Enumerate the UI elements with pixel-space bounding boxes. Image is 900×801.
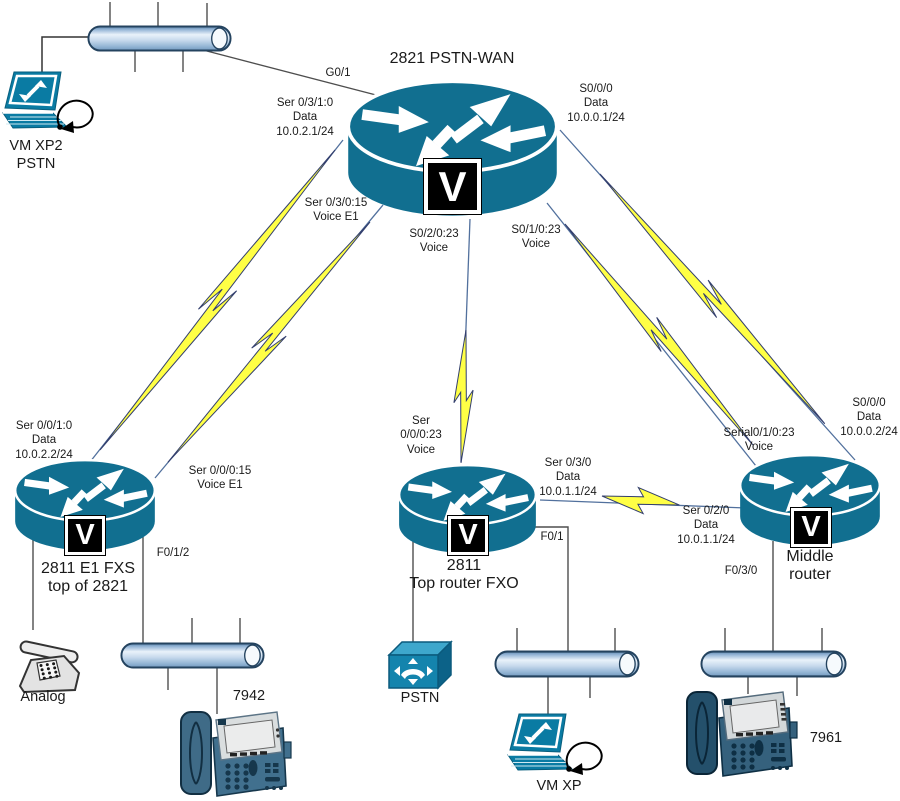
interface-label-center-f01: F0/1 [540, 531, 564, 543]
analog-phone-icon[interactable] [18, 640, 81, 694]
link-ethernet-wan-g01 [202, 49, 377, 96]
interface-label-wan-s01023: S0/1/0:23 Voice [511, 224, 561, 251]
device-label-pstn: PSTN [400, 690, 440, 706]
serial-bolt-wan-right-voice [556, 216, 762, 453]
loop-arrow-icon [56, 99, 94, 134]
interface-label-wan-ser03015: Ser 0/3/0:15 Voice E1 [304, 197, 368, 224]
interface-label-center-ser030: Ser 0/3/0 Data 10.0.1.1/24 [539, 457, 597, 498]
device-label-vm-xp2: VM XP2 PSTN [9, 138, 63, 172]
voice-v-badge: V [447, 515, 489, 556]
voice-v-badge: V [790, 507, 832, 548]
router-name-left: 2811 E1 FXS top of 2821 [41, 560, 135, 596]
voice-v-badge: V [64, 515, 106, 556]
device-label-vm-xp: VM XP [536, 778, 582, 794]
ip-phone-7942-icon[interactable] [180, 711, 292, 797]
ethernet-segment-bottom-right[interactable] [700, 650, 847, 678]
interface-label-right-serial01023: Serial0/1/0:23 Voice [723, 427, 795, 454]
interface-label-center-ser00023: Ser 0/0/0:23 Voice [400, 415, 442, 456]
router-name-center: 2811 Top router FXO [409, 557, 519, 593]
interface-label-wan-s000: S0/0/0 Data 10.0.0.1/24 [567, 83, 625, 124]
interface-label-left-ser0010: Ser 0/0/1:0 Data 10.0.2.2/24 [15, 420, 73, 461]
interface-label-g01: G0/1 [325, 67, 351, 79]
interface-label-wan-s02023: S0/2/0:23 Voice [409, 228, 459, 255]
keypad-dots [225, 763, 249, 790]
loop-arrow-icon [565, 741, 603, 776]
keypad-dots [39, 662, 59, 680]
interface-label-left-ser00015: Ser 0/0/0:15 Voice E1 [188, 465, 252, 492]
ip-phone-7961-icon[interactable] [686, 691, 798, 777]
serial-bolt-wan-center-voice [451, 328, 477, 464]
interface-label-wan-ser0310: Ser 0/3/1:0 Data 10.0.2.1/24 [276, 97, 334, 138]
router-name-right: Middle router [786, 548, 834, 584]
interface-label-right-ser020: Ser 0/2/0 Data 10.0.1.1/24 [677, 505, 735, 546]
interface-label-left-f012: F0/1/2 [156, 547, 190, 559]
device-label-analog: Analog [20, 689, 66, 705]
phone-glyph [394, 658, 433, 685]
serial-bolt-center-right-data [599, 482, 682, 519]
ethernet-segment-bottom-center[interactable] [494, 650, 640, 678]
voice-v-badge: V [423, 158, 482, 215]
interface-label-right-f030: F0/3/0 [724, 565, 758, 577]
ethernet-stub-lines [109, 2, 823, 716]
link-laptop-xp2-ethernet [41, 36, 90, 78]
interface-label-right-s000: S0/0/0 Data 10.0.0.2/24 [840, 397, 898, 438]
device-label-7942: 7942 [232, 688, 266, 704]
device-label-7961: 7961 [809, 730, 843, 746]
link-center-f01-ethernet [524, 526, 569, 651]
ethernet-segment-top-left[interactable] [87, 25, 232, 52]
ethernet-segment-bottom-left[interactable] [120, 642, 265, 669]
router-name-wan: 2821 PSTN-WAN [389, 50, 515, 67]
pstn-cloud-icon[interactable] [387, 640, 453, 690]
keypad-dots [731, 743, 755, 770]
laptop-vm-xp-icon[interactable] [506, 712, 574, 772]
device-drop-lines [32, 537, 774, 651]
